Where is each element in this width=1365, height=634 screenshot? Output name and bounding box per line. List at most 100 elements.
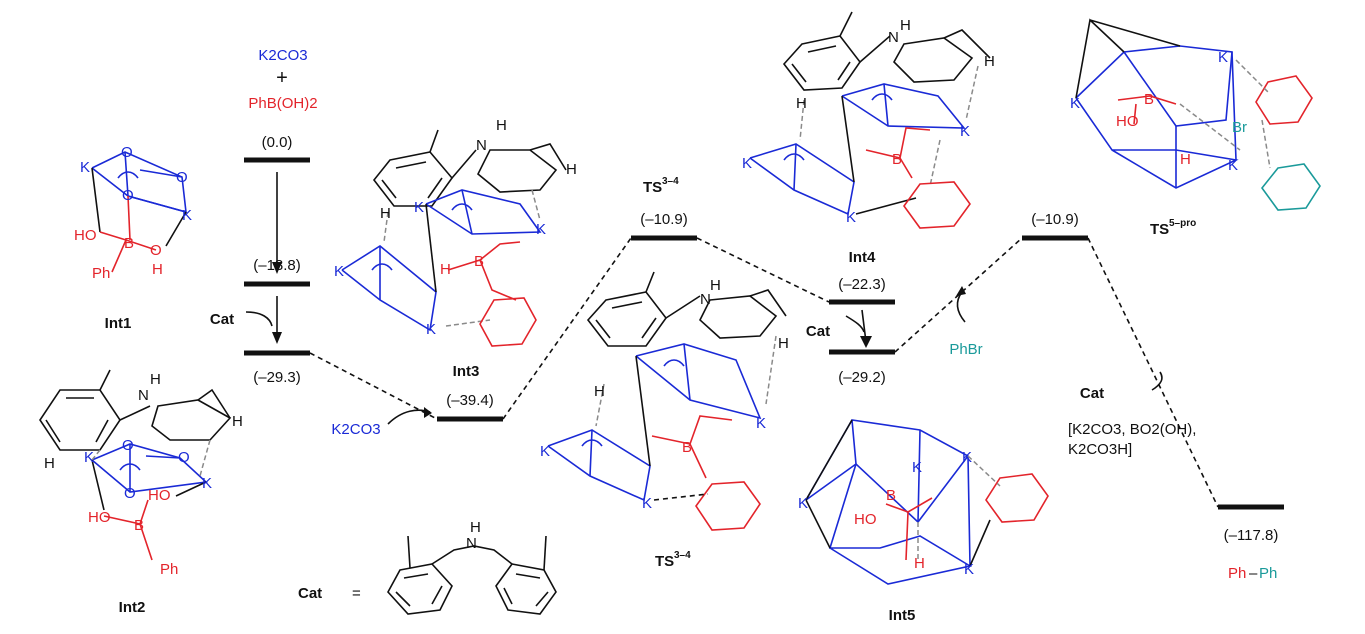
product-biphenyl: Ph – Ph bbox=[1228, 565, 1277, 582]
energy-e7: (–10.9) bbox=[1031, 211, 1079, 228]
svg-text:N: N bbox=[138, 387, 149, 404]
svg-text:K: K bbox=[536, 221, 546, 238]
svg-text:3–4: 3–4 bbox=[674, 550, 691, 561]
cat-label-3: Cat bbox=[1080, 385, 1104, 402]
svg-text:H: H bbox=[566, 161, 577, 178]
cat-definition: Cat = N H bbox=[298, 519, 557, 615]
svg-text:H: H bbox=[914, 555, 925, 572]
svg-text:H: H bbox=[380, 205, 391, 222]
svg-text:H: H bbox=[796, 95, 807, 112]
svg-text:H: H bbox=[594, 383, 605, 400]
svg-text:H: H bbox=[44, 455, 55, 472]
svg-text:Br: Br bbox=[1232, 119, 1247, 136]
svg-text:K: K bbox=[960, 123, 970, 140]
svg-text:H: H bbox=[152, 261, 163, 278]
svg-text:O: O bbox=[178, 449, 190, 466]
svg-text:K: K bbox=[334, 263, 344, 280]
svg-text:B: B bbox=[886, 487, 896, 504]
svg-text:HO: HO bbox=[148, 487, 171, 504]
structure-int5: K K K K B HO H bbox=[798, 419, 1049, 585]
svg-text:Cat: Cat bbox=[298, 585, 322, 602]
k2co3-side: K2CO3 bbox=[331, 421, 380, 438]
structure-int2: N H H H K O O O K HO B HO Ph bbox=[39, 369, 243, 578]
svg-text:H: H bbox=[470, 519, 481, 536]
structure-int3: N H H H K K K K B H bbox=[334, 117, 577, 347]
svg-text:K: K bbox=[912, 459, 922, 476]
svg-text:K: K bbox=[642, 495, 652, 512]
svg-text:H: H bbox=[778, 335, 789, 352]
cat-curve-arrow bbox=[245, 311, 273, 327]
reagent-phboh2: PhB(OH)2 bbox=[248, 95, 317, 112]
byproducts-line2: K2CO3H] bbox=[1068, 441, 1132, 458]
svg-text:K: K bbox=[1070, 95, 1080, 112]
energy-e5: (–22.3) bbox=[838, 276, 886, 293]
svg-text:5–pro: 5–pro bbox=[1169, 218, 1196, 229]
svg-text:H: H bbox=[150, 371, 161, 388]
svg-text:TS: TS bbox=[655, 553, 674, 570]
svg-text:K: K bbox=[414, 199, 424, 216]
svg-text:H: H bbox=[1180, 151, 1191, 168]
svg-text:TS: TS bbox=[1150, 221, 1169, 238]
svg-text:B: B bbox=[892, 151, 902, 168]
svg-text:B: B bbox=[682, 439, 692, 456]
energy-e1: (–18.8) bbox=[253, 257, 301, 274]
svg-text:HO: HO bbox=[74, 227, 97, 244]
svg-text:K: K bbox=[84, 449, 94, 466]
connectors bbox=[245, 172, 1219, 508]
svg-text:H: H bbox=[710, 277, 721, 294]
svg-text:H: H bbox=[984, 53, 995, 70]
svg-text:B: B bbox=[124, 235, 134, 252]
svg-text:K: K bbox=[962, 449, 972, 466]
species-ts5pro: TS 5–pro bbox=[1150, 218, 1196, 238]
reagent-plus: + bbox=[276, 67, 288, 89]
svg-text:Ph: Ph bbox=[1259, 565, 1277, 582]
svg-text:TS: TS bbox=[643, 179, 662, 196]
svg-text:H: H bbox=[496, 117, 507, 134]
svg-text:B: B bbox=[1144, 91, 1154, 108]
species-int2: Int2 bbox=[119, 599, 146, 616]
svg-text:N: N bbox=[476, 137, 487, 154]
species-int3: Int3 bbox=[453, 363, 480, 380]
structure-int1: O O O K K HO B O H Ph bbox=[74, 144, 192, 282]
species-ts34-bottom: TS 3–4 bbox=[655, 550, 691, 570]
svg-text:B: B bbox=[134, 517, 144, 534]
svg-text:B: B bbox=[474, 253, 484, 270]
svg-text:K: K bbox=[798, 495, 808, 512]
energy-levels bbox=[244, 157, 1284, 510]
svg-text:K: K bbox=[80, 159, 90, 176]
energy-e3: (–39.4) bbox=[446, 392, 494, 409]
svg-text:HO: HO bbox=[854, 511, 877, 528]
svg-text:N: N bbox=[466, 535, 477, 552]
svg-text:K: K bbox=[756, 415, 766, 432]
energy-e4: (–10.9) bbox=[640, 211, 688, 228]
svg-text:K: K bbox=[202, 475, 212, 492]
svg-text:K: K bbox=[426, 321, 436, 338]
svg-text:N: N bbox=[888, 29, 899, 46]
svg-text:K: K bbox=[1218, 49, 1228, 66]
species-int4: Int4 bbox=[849, 249, 876, 266]
svg-text:K: K bbox=[1228, 157, 1238, 174]
svg-text:K: K bbox=[742, 155, 752, 172]
species-int1: Int1 bbox=[105, 315, 132, 332]
svg-text:O: O bbox=[124, 485, 136, 502]
svg-text:H: H bbox=[900, 17, 911, 34]
svg-text:K: K bbox=[540, 443, 550, 460]
svg-text:3–4: 3–4 bbox=[662, 176, 679, 187]
svg-text:O: O bbox=[176, 169, 188, 186]
cat-label-1: Cat bbox=[210, 311, 234, 328]
cat-label-2: Cat bbox=[806, 323, 830, 340]
structure-ts5pro: K K K B HO H Br bbox=[1070, 18, 1321, 211]
species-ts34-top: TS 3–4 bbox=[643, 176, 679, 196]
energy-e8: (–117.8) bbox=[1224, 527, 1279, 544]
energy-e6: (–29.2) bbox=[838, 369, 886, 386]
svg-text:K: K bbox=[964, 561, 974, 578]
svg-text:Ph: Ph bbox=[92, 265, 110, 282]
svg-text:HO: HO bbox=[88, 509, 111, 526]
svg-text:HO: HO bbox=[1116, 113, 1139, 130]
svg-text:O: O bbox=[121, 144, 133, 161]
svg-text:K: K bbox=[846, 209, 856, 226]
svg-text:Ph: Ph bbox=[160, 561, 178, 578]
structure-ts34: N H H H K K K B bbox=[540, 271, 789, 531]
svg-text:H: H bbox=[440, 261, 451, 278]
